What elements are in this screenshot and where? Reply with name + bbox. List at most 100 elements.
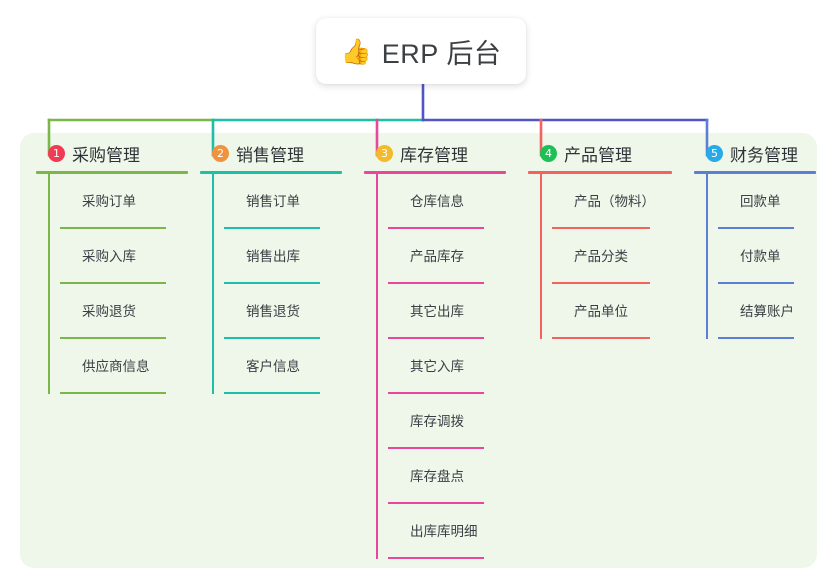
branch-trunk-3 xyxy=(376,174,378,559)
branch-title-4: 产品管理 xyxy=(564,145,632,165)
branch-item-underline xyxy=(388,282,484,284)
branch-item[interactable]: 产品库存 xyxy=(388,229,506,284)
branch-item-underline xyxy=(60,392,166,394)
branch-underline-5 xyxy=(694,171,816,174)
branch-title-3: 库存管理 xyxy=(400,145,468,165)
branch-item-label: 产品（物料） xyxy=(574,194,655,209)
branch-item[interactable]: 仓库信息 xyxy=(388,174,506,229)
branch-header-5[interactable]: 5 财务管理 xyxy=(694,140,816,166)
branch-underline-1 xyxy=(36,171,188,174)
branch-item-underline xyxy=(224,337,320,339)
branch-item-underline xyxy=(60,282,166,284)
branch-title-2: 销售管理 xyxy=(236,145,304,165)
branch-item-underline xyxy=(388,227,484,229)
branch-item-label: 采购订单 xyxy=(82,194,136,209)
branch-underline-4 xyxy=(528,171,672,174)
branch-items-3: 仓库信息产品库存其它出库其它入库库存调拨库存盘点出库库明细 xyxy=(364,174,506,559)
branch-item-label: 销售订单 xyxy=(246,194,300,209)
branch-item[interactable]: 产品单位 xyxy=(552,284,672,339)
branch-badge-5: 5 xyxy=(706,144,723,162)
branch-trunk-4 xyxy=(540,174,542,339)
branch-item[interactable]: 出库库明细 xyxy=(388,504,506,559)
branch-item[interactable]: 库存调拨 xyxy=(388,394,506,449)
branch-item-label: 采购退货 xyxy=(82,304,136,319)
branch-item-underline xyxy=(718,227,794,229)
branch-column-5: 5 财务管理回款单付款单结算账户 xyxy=(694,140,816,339)
branch-item-label: 回款单 xyxy=(740,194,781,209)
branch-underline-2 xyxy=(200,171,342,174)
branch-item[interactable]: 采购入库 xyxy=(60,229,188,284)
branch-item[interactable]: 销售退货 xyxy=(224,284,342,339)
branch-items-5: 回款单付款单结算账户 xyxy=(694,174,816,339)
branch-badge-4: 4 xyxy=(540,144,557,162)
branch-item[interactable]: 客户信息 xyxy=(224,339,342,394)
branch-item-label: 其它出库 xyxy=(410,304,464,319)
branch-item-underline xyxy=(224,392,320,394)
branch-item-label: 仓库信息 xyxy=(410,194,464,209)
branch-item[interactable]: 产品分类 xyxy=(552,229,672,284)
branch-column-1: 1 采购管理采购订单采购入库采购退货供应商信息 xyxy=(36,140,188,394)
branch-item[interactable]: 供应商信息 xyxy=(60,339,188,394)
branch-trunk-2 xyxy=(212,174,214,394)
branch-item-label: 销售出库 xyxy=(246,249,300,264)
thumbs-up-icon: 👍 xyxy=(340,37,372,66)
branch-item-underline xyxy=(552,337,650,339)
branch-header-4[interactable]: 4 产品管理 xyxy=(528,140,672,166)
branch-item-underline xyxy=(718,282,794,284)
branch-item[interactable]: 销售出库 xyxy=(224,229,342,284)
branch-item[interactable]: 采购退货 xyxy=(60,284,188,339)
branch-item[interactable]: 回款单 xyxy=(718,174,816,229)
branch-item-label: 其它入库 xyxy=(410,359,464,374)
branch-item-label: 产品库存 xyxy=(410,249,464,264)
branch-item-label: 库存调拨 xyxy=(410,414,464,429)
branch-item-label: 客户信息 xyxy=(246,359,300,374)
branch-badge-2: 2 xyxy=(212,144,229,162)
branch-trunk-5 xyxy=(706,174,708,339)
branch-item-underline xyxy=(224,282,320,284)
branch-column-4: 4 产品管理产品（物料） 产品分类产品单位 xyxy=(528,140,672,339)
branch-item-label: 产品单位 xyxy=(574,304,628,319)
branch-header-3[interactable]: 3 库存管理 xyxy=(364,140,506,166)
branch-item-underline xyxy=(718,337,794,339)
branch-trunk-1 xyxy=(48,174,50,394)
branch-item-underline xyxy=(388,557,484,559)
diagram-background-panel xyxy=(20,133,817,568)
branch-item[interactable]: 产品（物料） xyxy=(552,174,672,229)
branch-item-underline xyxy=(224,227,320,229)
branch-item-label: 采购入库 xyxy=(82,249,136,264)
branch-item-underline xyxy=(388,337,484,339)
branch-title-1: 采购管理 xyxy=(72,145,140,165)
branch-items-2: 销售订单销售出库销售退货客户信息 xyxy=(200,174,342,394)
branch-item-label: 付款单 xyxy=(740,249,781,264)
branch-header-1[interactable]: 1 采购管理 xyxy=(36,140,188,166)
branch-column-3: 3 库存管理仓库信息产品库存其它出库其它入库库存调拨库存盘点出库库明细 xyxy=(364,140,506,559)
branch-items-1: 采购订单采购入库采购退货供应商信息 xyxy=(36,174,188,394)
branch-badge-3: 3 xyxy=(376,144,393,162)
branch-item[interactable]: 销售订单 xyxy=(224,174,342,229)
branch-item-label: 出库库明细 xyxy=(410,524,478,539)
branch-title-5: 财务管理 xyxy=(730,145,798,165)
branch-item[interactable]: 其它入库 xyxy=(388,339,506,394)
branch-underline-3 xyxy=(364,171,506,174)
branch-item-underline xyxy=(60,227,166,229)
branch-item[interactable]: 付款单 xyxy=(718,229,816,284)
branch-item-label: 供应商信息 xyxy=(82,359,150,374)
branch-item-label: 产品分类 xyxy=(574,249,628,264)
root-title: ERP 后台 xyxy=(381,38,502,69)
branch-header-2[interactable]: 2 销售管理 xyxy=(200,140,342,166)
branch-item-underline xyxy=(60,337,166,339)
branch-item-label: 结算账户 xyxy=(740,304,794,319)
branch-items-4: 产品（物料） 产品分类产品单位 xyxy=(528,174,672,339)
branch-item[interactable]: 库存盘点 xyxy=(388,449,506,504)
branch-item-underline xyxy=(552,227,650,229)
branch-item-underline xyxy=(388,447,484,449)
root-node[interactable]: 👍 ERP 后台 xyxy=(316,18,526,84)
branch-item[interactable]: 采购订单 xyxy=(60,174,188,229)
branch-badge-1: 1 xyxy=(48,144,65,162)
branch-item[interactable]: 其它出库 xyxy=(388,284,506,339)
branch-item[interactable]: 结算账户 xyxy=(718,284,816,339)
branch-item-label: 销售退货 xyxy=(246,304,300,319)
branch-item-underline xyxy=(388,502,484,504)
branch-column-2: 2 销售管理销售订单销售出库销售退货客户信息 xyxy=(200,140,342,394)
